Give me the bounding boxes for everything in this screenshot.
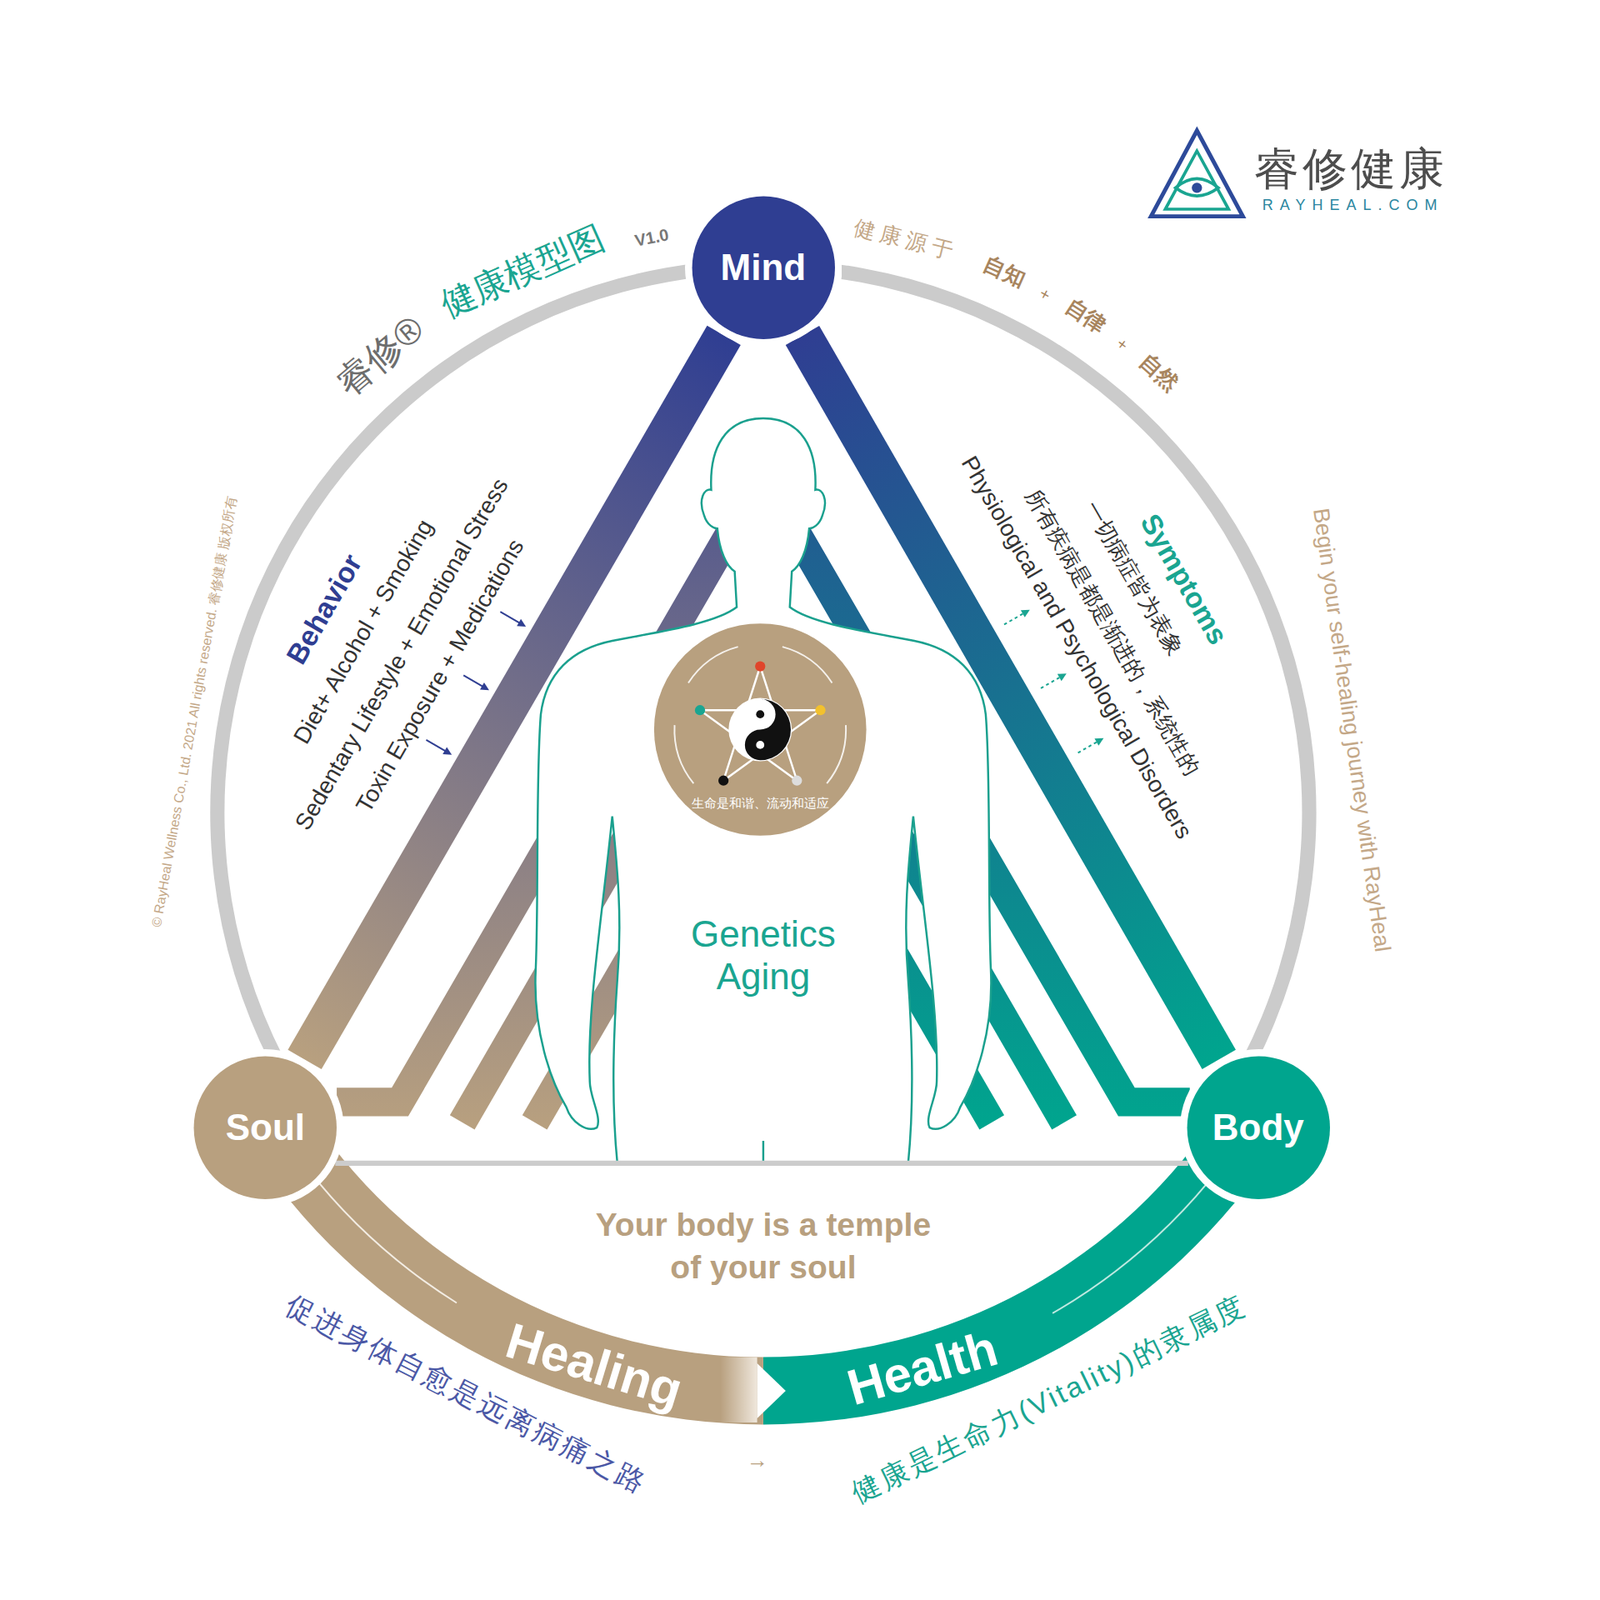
title-brand: 睿修® xyxy=(327,306,433,405)
wheel-arc xyxy=(687,645,739,684)
motto-word: 自律 xyxy=(1060,293,1111,339)
temple-motto: Your body is a temple of your soul xyxy=(584,1205,943,1290)
motto-plus: + xyxy=(1112,333,1133,355)
wheel-arc xyxy=(825,725,847,785)
journey-note: Begin your self-healing journey with Ray… xyxy=(1306,505,1396,954)
base-line xyxy=(335,1160,1188,1166)
brand-name: 睿修健康 xyxy=(1254,141,1448,196)
wheel-arc xyxy=(673,725,695,785)
outer-ring xyxy=(210,259,1316,1110)
yin-yang-ground xyxy=(728,698,792,762)
brand-url: RAYHEAL.COM xyxy=(1262,197,1445,216)
logo-pupil xyxy=(1191,182,1202,193)
element-dot xyxy=(815,705,825,715)
band-line xyxy=(306,1168,457,1305)
band-label: Health xyxy=(842,1323,1004,1414)
flow-arrow: → xyxy=(746,1448,769,1475)
logo-triangle xyxy=(1150,130,1243,217)
soul-circle: Soul xyxy=(186,1049,345,1207)
copyright-note: © RayHeal Wellness Co., Ltd. 2021 All ri… xyxy=(148,495,240,929)
yang-dot xyxy=(755,740,765,750)
brand-logo xyxy=(1150,130,1243,217)
body-circle: Body xyxy=(1180,1049,1338,1207)
ring-group xyxy=(210,259,1316,1425)
wheel-caption: 生命是和谐、流动和适应 xyxy=(691,795,830,811)
band-chevron xyxy=(757,1363,786,1419)
title-text: 健康模型图 xyxy=(434,216,611,326)
wheel-arc-group xyxy=(673,645,847,785)
band-fade xyxy=(720,1357,757,1423)
motto-word: 自然 xyxy=(1134,348,1185,397)
five-element-wheel xyxy=(654,623,867,836)
symptom-arrowhead xyxy=(1094,738,1104,746)
yin-yang xyxy=(745,699,791,760)
cause-arrowhead xyxy=(442,747,452,755)
wheel-arc xyxy=(782,645,834,684)
leg-line xyxy=(762,1140,765,1164)
band-line xyxy=(1052,1168,1220,1315)
cause-arrowhead xyxy=(480,682,490,690)
health-note: 健康是生命力(Vitality)的隶属度 xyxy=(846,1288,1253,1510)
node-label: Soul xyxy=(186,1049,345,1207)
logo-eye xyxy=(1175,178,1219,196)
symptom-arrowhead xyxy=(1057,673,1067,681)
band-label: Healing xyxy=(500,1315,689,1416)
element-dot xyxy=(755,660,765,671)
body-factors: Genetics Aging xyxy=(667,914,860,999)
pentagram xyxy=(700,666,820,781)
element-dot xyxy=(791,775,802,786)
motto-plus: + xyxy=(1035,282,1055,305)
ring-and-bands xyxy=(210,259,1316,1425)
element-dot xyxy=(695,705,705,715)
wheel-arrows xyxy=(673,645,847,785)
node-label: Body xyxy=(1180,1049,1338,1207)
motto-word: 自知 xyxy=(979,250,1030,293)
element-dot xyxy=(718,775,729,786)
yin-dot xyxy=(755,710,765,719)
wheel-disc xyxy=(654,623,867,836)
mind-circle: Mind xyxy=(685,189,843,347)
circle-halo xyxy=(186,1049,345,1207)
logo-triangle xyxy=(1165,150,1229,210)
behavior-item: Sedentary Lifestyle + Emotional Stress xyxy=(289,473,515,835)
motto-lead: 健康源于 xyxy=(850,214,961,265)
circle-halo xyxy=(1180,1049,1338,1207)
circle-halo xyxy=(685,189,843,347)
version-tag: V1.0 xyxy=(632,224,670,250)
path-note: 促进身体自愈是远离病痛之路 xyxy=(280,1288,654,1501)
triangle-band xyxy=(802,335,1220,1060)
cause-arrowhead xyxy=(516,619,526,627)
node-label: Mind xyxy=(685,189,843,347)
symptom-arrowhead xyxy=(1020,610,1030,618)
